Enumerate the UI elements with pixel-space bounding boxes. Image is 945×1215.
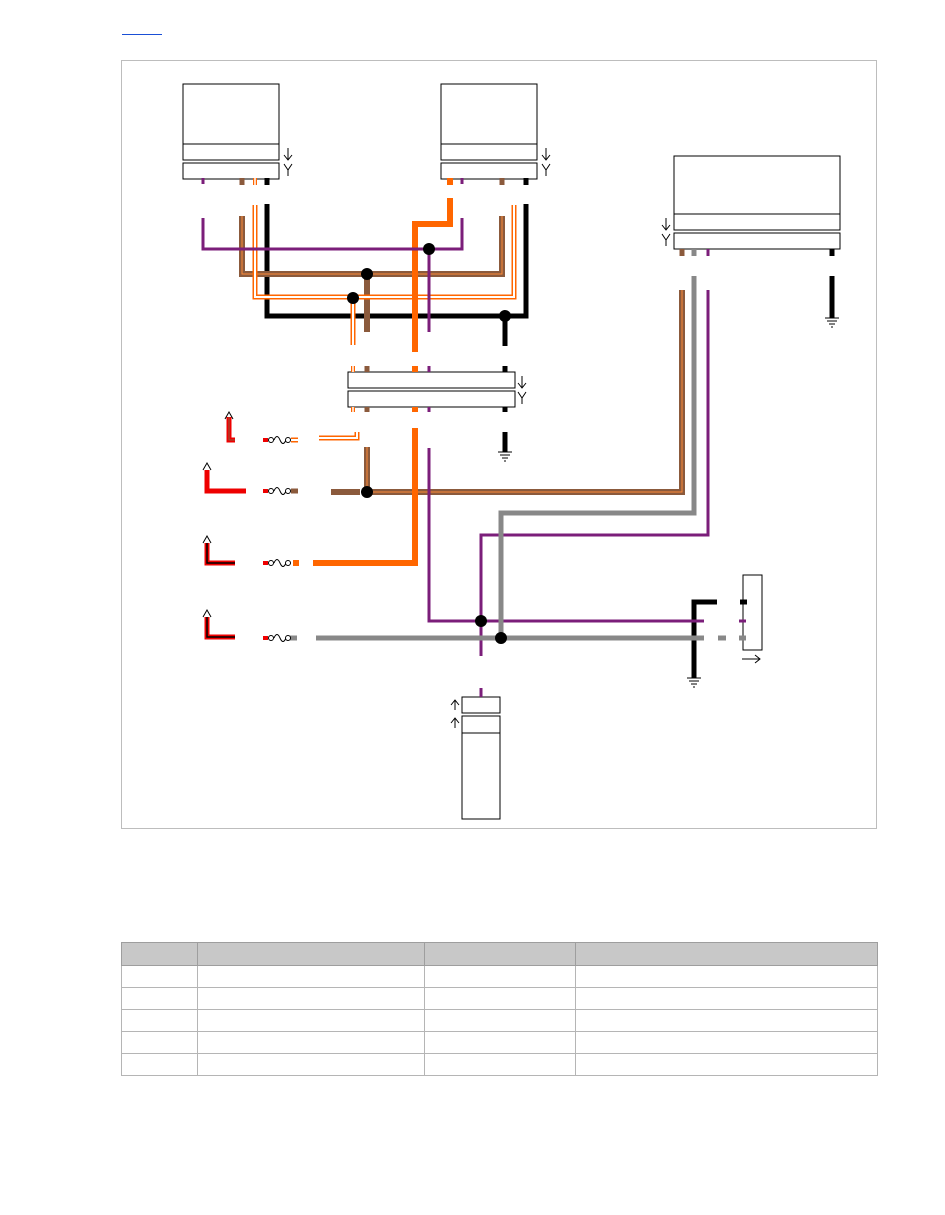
connector-symbol-a [283,148,293,176]
splice-orange-white [347,292,359,304]
table-cell [121,1031,198,1054]
table-row [121,1009,878,1032]
legend-header [424,942,576,966]
wire-white-orange [252,178,517,443]
table-cell [424,1031,576,1054]
table-cell [121,1009,198,1032]
table-cell [424,987,576,1010]
table-row [121,1031,878,1054]
splice-grey-lower [495,632,507,644]
table-cell [575,987,878,1010]
table-row [121,987,878,1010]
legend-header [575,942,878,966]
feed-symbol-2 [202,461,246,494]
connector-symbol-c [661,218,671,246]
splice-points [347,243,511,644]
ground-icon-lower [687,677,701,688]
table-row [121,1053,878,1076]
splice-brown-feed [361,486,373,498]
arrow-symbol-e [742,654,761,664]
wire-orange [293,178,453,566]
legend-header [121,942,198,966]
component-d [461,696,501,820]
connector-symbol-b [541,148,551,176]
component-b [440,83,538,180]
fuse-2 [263,487,298,495]
table-cell [575,1031,878,1054]
ground-icon-right [825,317,839,328]
table-cell [575,1009,878,1032]
connector-symbol-center [517,376,527,404]
table-row [121,965,878,988]
table-cell [197,1031,425,1054]
connector-symbol-d [450,699,460,728]
table-cell [197,987,425,1010]
top-link[interactable] [122,18,162,35]
fuse-symbols [263,436,298,642]
feed-symbol-3 [202,534,235,566]
table-cell [575,965,878,988]
wire-black [264,178,835,678]
splice-violet-lower [475,615,487,627]
fuse-3 [263,559,291,567]
splice-brown-top [361,268,373,280]
table-cell [424,1053,576,1076]
legend-header [197,942,425,966]
table-cell [424,965,576,988]
table-cell [424,1009,576,1032]
feed-symbol-4 [202,608,235,640]
center-connector [347,371,516,408]
table-cell [121,1053,198,1076]
splice-black [499,310,511,322]
wire-grey [290,249,746,641]
feed-symbol-1 [224,410,235,443]
component-e [742,574,763,651]
table-cell [121,965,198,988]
table-cell [197,1009,425,1032]
table-cell [197,965,425,988]
wiring-diagram-frame [121,60,877,829]
legend-header-row [121,942,878,966]
legend-table [121,942,878,1076]
splice-violet-top [423,243,435,255]
fuse-1 [263,436,291,444]
ground-icon-center [498,451,512,462]
table-cell [575,1053,878,1076]
wire-violet [201,178,746,697]
component-a [182,83,280,180]
component-c [673,155,841,250]
table-cell [197,1053,425,1076]
fuse-4 [263,634,291,642]
table-cell [121,987,198,1010]
